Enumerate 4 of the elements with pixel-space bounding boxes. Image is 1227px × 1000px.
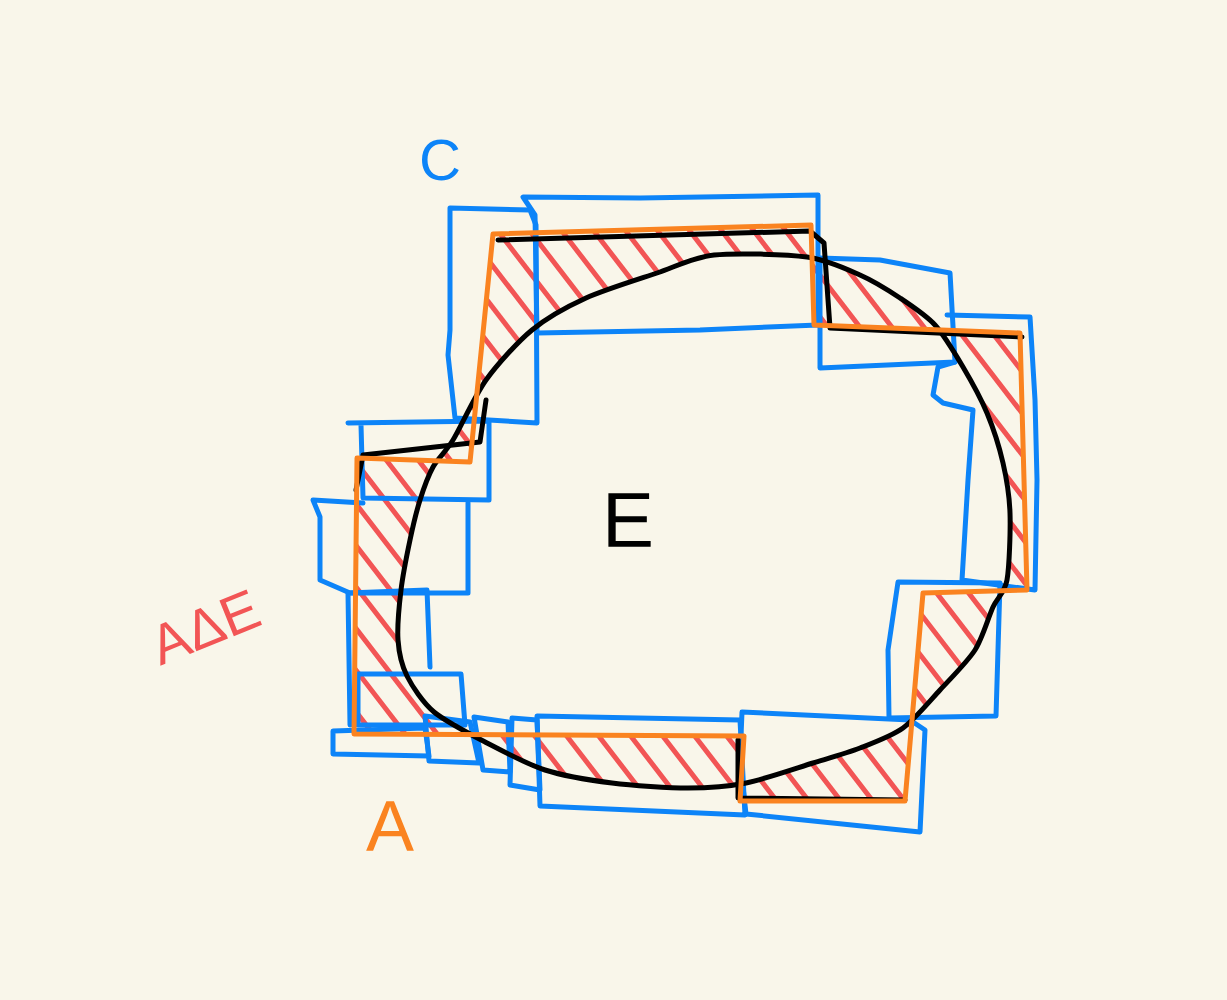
rectangle bbox=[355, 671, 468, 728]
set-label: AΔE bbox=[160, 589, 262, 666]
set-label: C bbox=[422, 139, 459, 181]
node-label: A bbox=[366, 801, 414, 851]
